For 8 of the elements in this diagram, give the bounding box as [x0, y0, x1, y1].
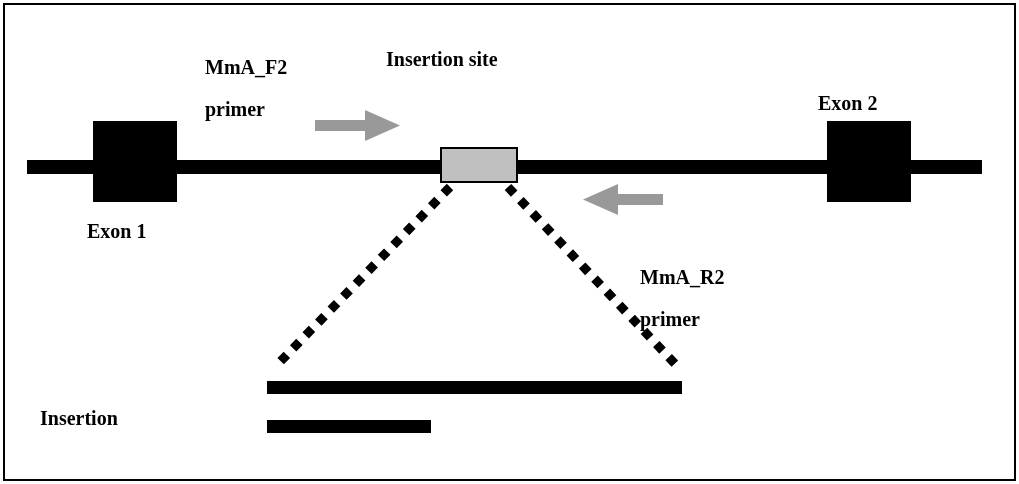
- insertion-bar: [267, 420, 431, 433]
- node-label: Insertion site: [386, 49, 498, 69]
- primer-label: MmA_F2 primer: [205, 55, 289, 123]
- node-label: Exon 2: [818, 93, 878, 113]
- node-label: Exon 1: [87, 221, 147, 241]
- insertion-bar: [267, 381, 682, 394]
- primer-label: Insertion: [40, 406, 119, 431]
- primer-label: MmA_R2 primer: [640, 265, 726, 333]
